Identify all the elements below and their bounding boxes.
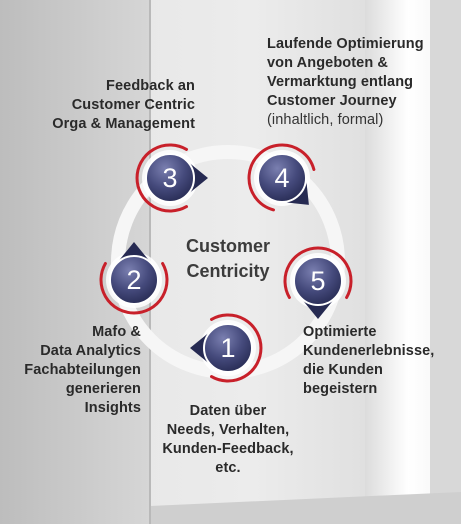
step-5-label: Optimierte Kundenerlebnisse, die Kunden … xyxy=(303,323,453,399)
step-1-label: Daten über Needs, Verhalten, Kunden-Feed… xyxy=(148,402,308,478)
step-4-sub: (inhaltlich, formal) xyxy=(267,112,384,128)
step-node-4: 4 xyxy=(247,143,316,212)
step-2-line-1: Mafo & xyxy=(92,324,141,340)
step-4-circle xyxy=(257,153,307,203)
step-2-number: 2 xyxy=(126,265,141,295)
center-label-line-1: Customer xyxy=(185,236,270,256)
step-4-line-3: Vermarktung entlang xyxy=(267,74,414,90)
step-5-line-3: die Kunden xyxy=(303,362,383,378)
step-node-1: 1 xyxy=(190,313,263,383)
step-3-line-1: Feedback an xyxy=(106,78,195,94)
step-4-red-ring xyxy=(247,143,316,212)
step-4-label: Laufende Optimierung von Angeboten & Ver… xyxy=(267,35,447,130)
step-3-line-3: Orga & Management xyxy=(52,116,195,132)
step-3-label: Feedback an Customer Centric Orga & Mana… xyxy=(30,77,195,134)
step-3-red-ring xyxy=(135,143,188,213)
step-1-line-2: Needs, Verhalten, xyxy=(166,422,290,438)
step-4-line-1: Laufende Optimierung xyxy=(267,36,424,52)
step-5-number: 5 xyxy=(310,266,325,296)
center-label: Customer Centricity xyxy=(163,234,293,284)
step-5-line-1: Optimierte xyxy=(303,324,377,340)
step-node-5: 5 xyxy=(283,246,353,319)
center-label-line-2: Centricity xyxy=(186,261,270,281)
step-1-line-4: etc. xyxy=(215,460,241,476)
step-node-3: 3 xyxy=(135,143,208,213)
step-5-red-ring xyxy=(283,246,353,299)
step-nodes: 1 2 3 4 5 xyxy=(99,143,353,383)
step-2-line-2: Data Analytics xyxy=(40,343,141,359)
step-5-line-4: begeistern xyxy=(303,381,378,397)
step-4-line-2: von Angeboten & xyxy=(267,55,388,71)
step-5-line-2: Kundenerlebnisse, xyxy=(303,343,435,359)
step-3-circle xyxy=(145,153,195,203)
step-1-number: 1 xyxy=(220,333,235,363)
step-1-line-1: Daten über xyxy=(189,403,267,419)
step-5-circle xyxy=(293,256,343,306)
step-node-2: 2 xyxy=(99,242,169,315)
step-3-line-2: Customer Centric xyxy=(71,97,195,113)
step-1-line-3: Kunden-Feedback, xyxy=(162,441,294,457)
step-2-line-3: Fachabteilungen xyxy=(24,362,141,378)
step-2-red-ring xyxy=(99,262,169,315)
step-4-number: 4 xyxy=(274,163,289,193)
step-1-circle xyxy=(203,323,253,373)
step-4-line-4: Customer Journey xyxy=(267,93,397,109)
step-2-label: Mafo & Data Analytics Fachabteilungen ge… xyxy=(10,323,141,418)
step-2-line-4: generieren xyxy=(65,381,141,397)
step-2-line-5: Insights xyxy=(84,400,141,416)
step-2-circle xyxy=(109,255,159,305)
step-3-number: 3 xyxy=(162,163,177,193)
step-1-red-ring xyxy=(210,313,263,383)
